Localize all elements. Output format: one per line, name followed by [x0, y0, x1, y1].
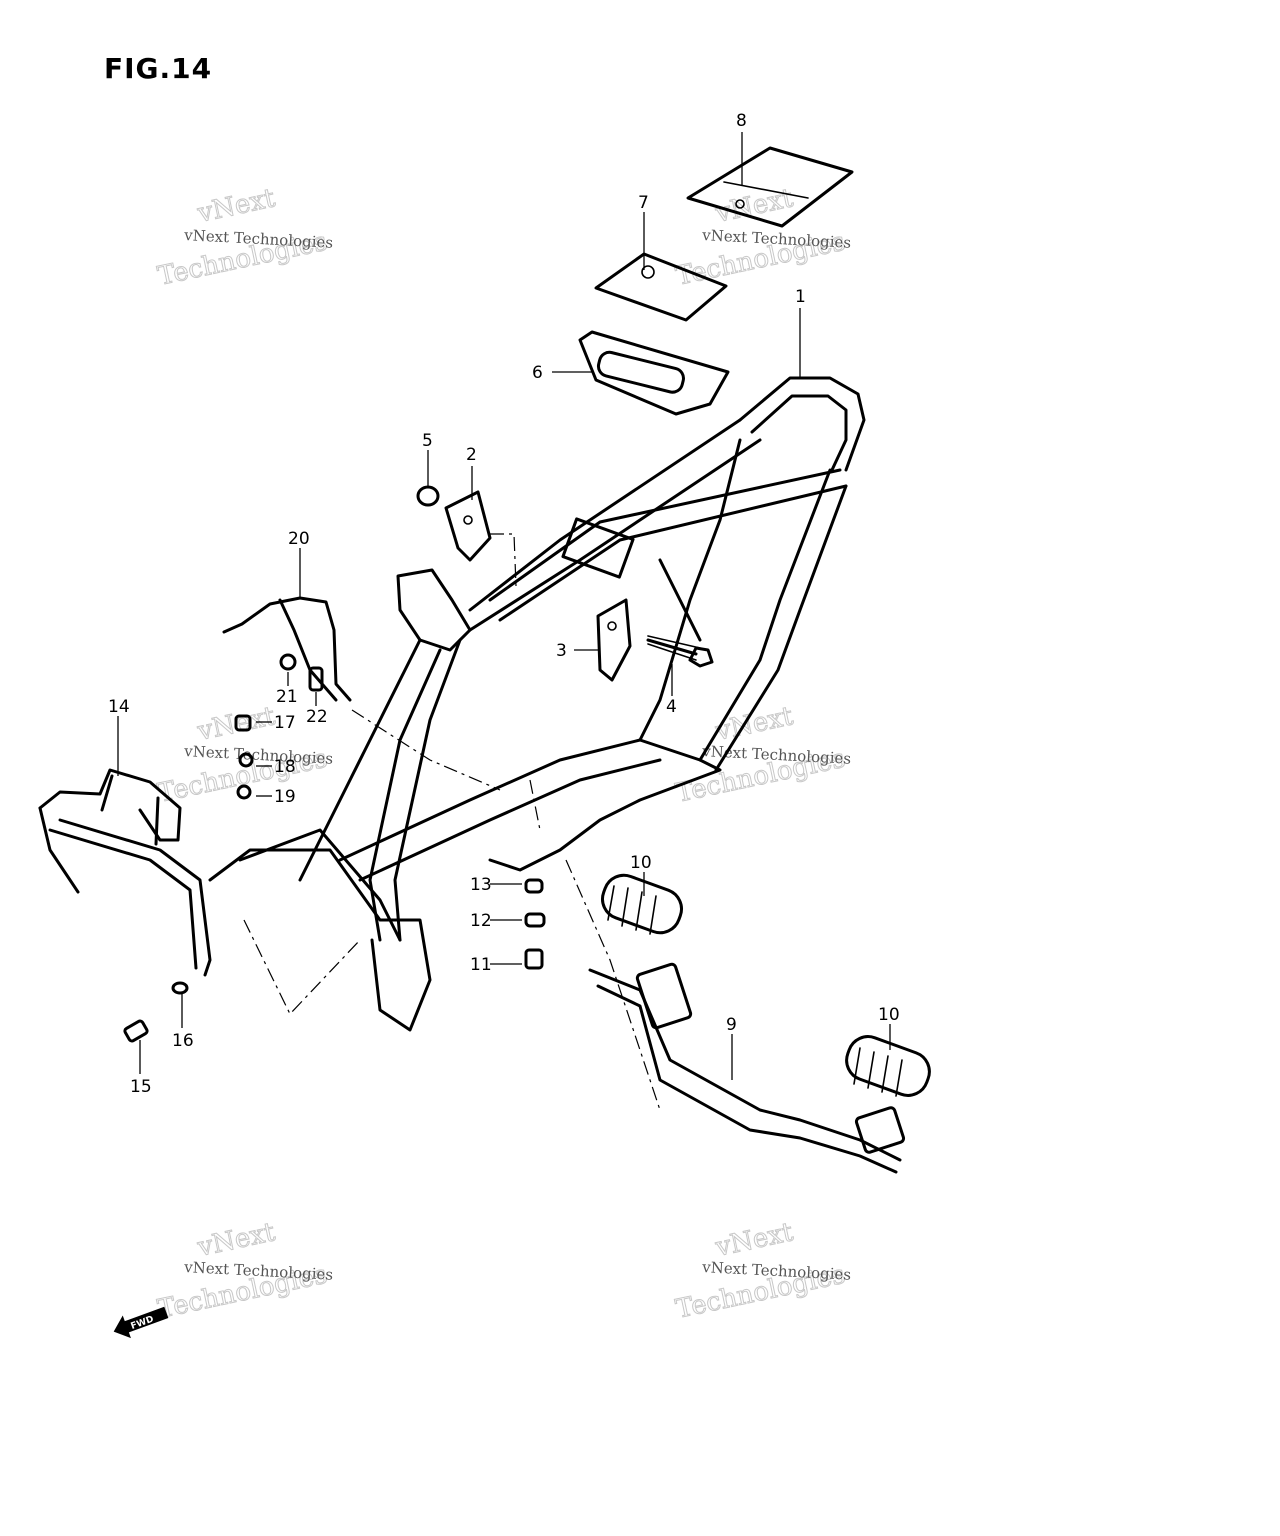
part-7-cover [594, 252, 728, 322]
fwd-label: FWD [130, 1315, 156, 1332]
callout-2: 2 [466, 445, 477, 465]
figure-title: FIG.14 [104, 52, 213, 85]
hardware-group [123, 653, 546, 1043]
callout-9: 9 [726, 1015, 737, 1035]
callout-11: 11 [470, 955, 492, 975]
callout-18: 18 [274, 757, 296, 777]
part-6-tray [578, 330, 730, 416]
callout-10-right: 10 [878, 1005, 900, 1025]
callout-13: 13 [470, 875, 492, 895]
callout-1: 1 [795, 287, 806, 307]
part-1-main-frame [208, 376, 866, 1032]
assembly-lines [243, 533, 661, 1111]
part-5-nut [416, 485, 440, 507]
callout-22: 22 [306, 707, 328, 727]
callout-21: 21 [276, 687, 298, 707]
leader-lines [117, 132, 891, 1080]
callout-5: 5 [422, 431, 433, 451]
part-4-bolt [646, 635, 714, 668]
callout-6: 6 [532, 363, 543, 383]
callout-17: 17 [274, 713, 296, 733]
callout-10-left: 10 [630, 853, 652, 873]
part-14-carrier [38, 768, 212, 977]
svg-text:vNext: vNext [194, 183, 278, 229]
callout-labels: 1 2 3 4 5 6 7 8 9 10 10 11 12 13 14 15 1… [108, 111, 900, 1097]
callout-15: 15 [130, 1077, 152, 1097]
callout-20: 20 [288, 529, 310, 549]
part-10-rubber-right [845, 1035, 931, 1097]
part-8-plate [686, 146, 854, 228]
svg-text:vNext: vNext [194, 1217, 278, 1263]
svg-text:vNext: vNext [712, 183, 796, 229]
callout-4: 4 [666, 697, 677, 717]
svg-text:vNext: vNext [712, 1217, 796, 1263]
callout-19: 19 [274, 787, 296, 807]
callout-3: 3 [556, 641, 567, 661]
part-20-handle [222, 596, 352, 702]
callout-12: 12 [470, 911, 492, 931]
watermark-bottom-left: vNext Technologies vNext Technologies [155, 1217, 334, 1326]
callout-8: 8 [736, 111, 747, 131]
watermark-top-left: vNext Technologies vNext Technologies [155, 183, 334, 293]
part-3-bracket [596, 598, 632, 682]
callout-7: 7 [638, 193, 649, 213]
part-2-bracket [444, 490, 492, 562]
callout-14: 14 [108, 697, 130, 717]
callout-16: 16 [172, 1031, 194, 1051]
part-10-rubber-left [601, 873, 683, 935]
watermark-mid-right: vNext Technologies vNext Technologies [673, 701, 852, 810]
watermark-bottom-right: vNext Technologies vNext Technologies [673, 1217, 852, 1326]
part-9-footrest-bar [588, 962, 906, 1174]
